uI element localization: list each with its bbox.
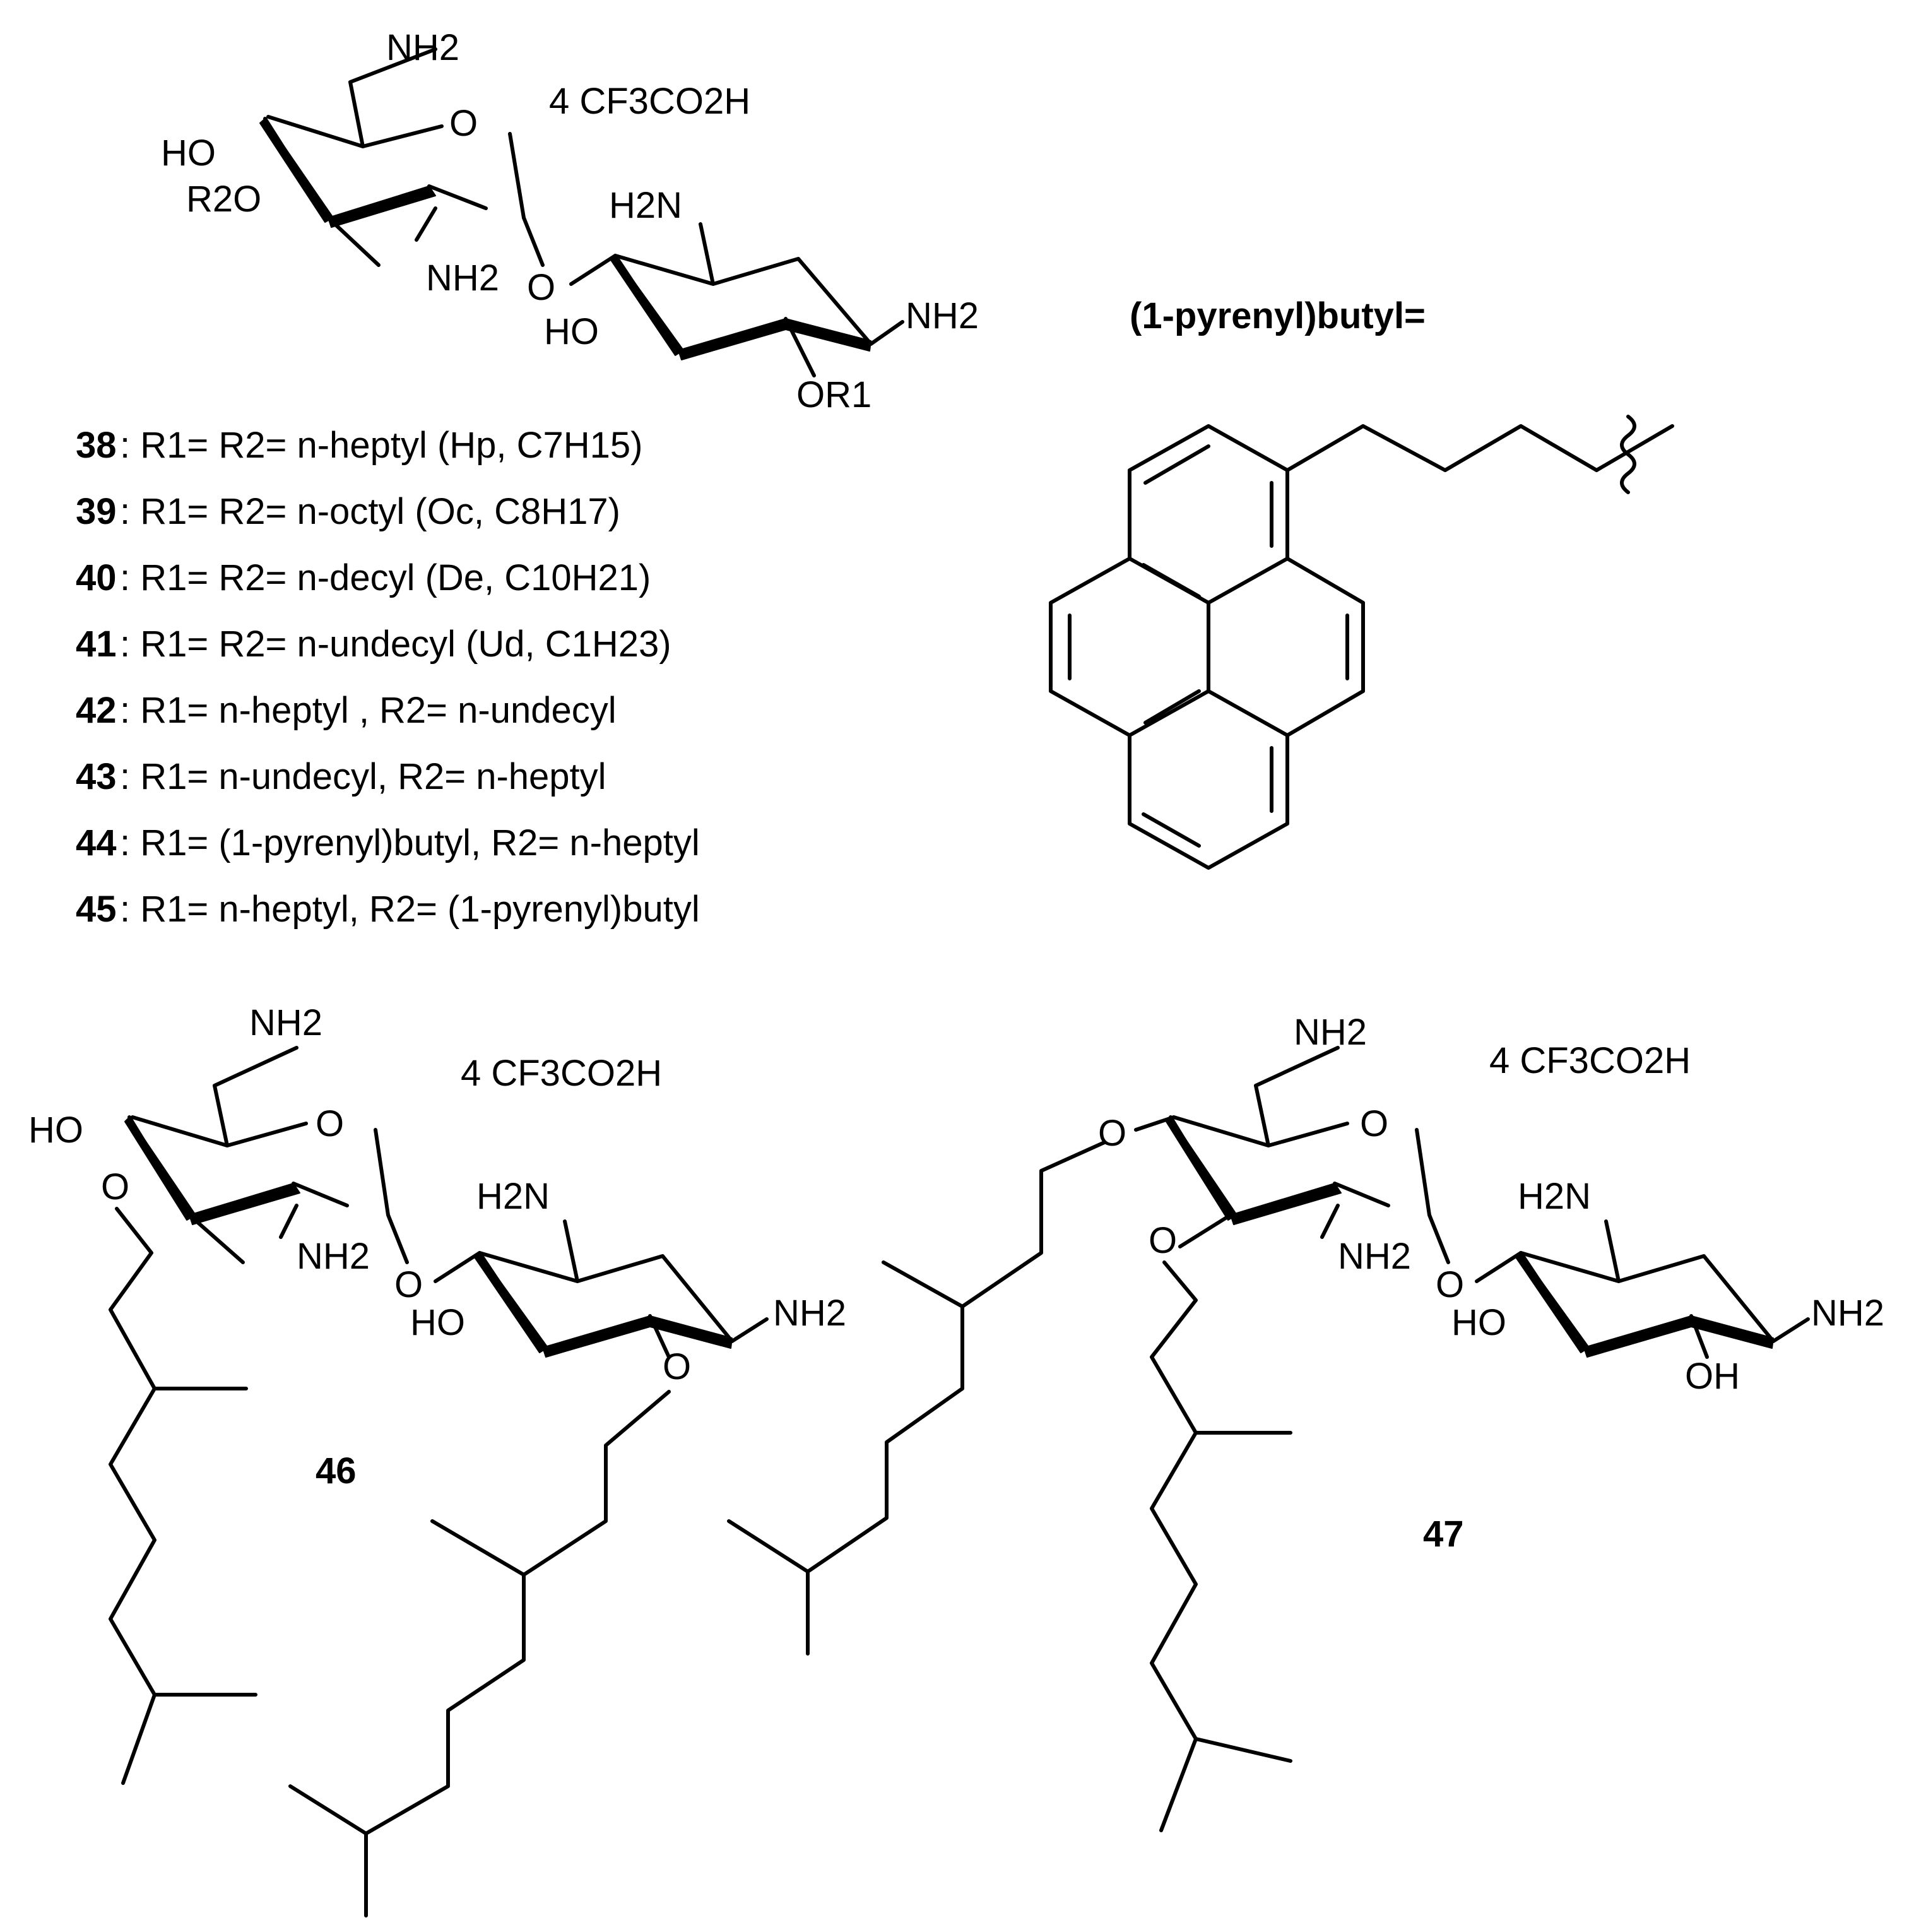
svg-text:: R1= R2= n-decyl (De, C10H21): : R1= R2= n-decyl (De, C10H21) bbox=[120, 557, 651, 598]
svg-text:: R1= n-heptyl , R2= n-undecyl: : R1= n-heptyl , R2= n-undecyl bbox=[120, 690, 617, 731]
compound-46-structure bbox=[109, 1046, 769, 1917]
top-ho-5: HO bbox=[544, 311, 599, 352]
svg-text:: R1= n-heptyl, R2= (1-pyrenyl: : R1= n-heptyl, R2= (1-pyrenyl)butyl bbox=[120, 889, 700, 930]
top-h2n-3: H2N bbox=[609, 185, 682, 226]
svg-text:41: 41 bbox=[76, 624, 117, 665]
c47-nh2-6p: NH2 bbox=[1294, 1012, 1367, 1053]
c46-o-glyco: O bbox=[394, 1264, 423, 1305]
svg-text:: R1= R2= n-octyl (Oc, C8H17): : R1= R2= n-octyl (Oc, C8H17) bbox=[120, 491, 620, 532]
top-ring-bonds bbox=[263, 47, 526, 267]
c47-o-4p: O bbox=[1098, 1113, 1126, 1154]
top-o-ring: O bbox=[449, 103, 478, 144]
top-ring-wedge-front bbox=[328, 186, 436, 228]
legend-row: 43 : R1= n-undecyl, R2= n-heptyl bbox=[76, 756, 606, 797]
top-nh2-1: NH2 bbox=[906, 295, 979, 336]
legend-row: 44 : R1= (1-pyrenyl)butyl, R2= n-heptyl bbox=[76, 822, 700, 863]
c47-ho-5: HO bbox=[1451, 1302, 1506, 1343]
c47-ring-wedge bbox=[1230, 1183, 1342, 1225]
top-o-glyco: O bbox=[527, 267, 555, 308]
pyrene-skeleton bbox=[1049, 424, 1365, 870]
c46-salt: 4 CF3CO2H bbox=[461, 1053, 662, 1094]
c46-ho-5: HO bbox=[410, 1302, 465, 1343]
top-nh2-2p: NH2 bbox=[426, 258, 499, 299]
top-salt: 4 CF3CO2H bbox=[549, 81, 750, 122]
top-or1: OR1 bbox=[796, 374, 871, 415]
svg-text:45: 45 bbox=[76, 889, 117, 930]
compound-47-structure bbox=[727, 1046, 1810, 1832]
top-ho-4p: HO bbox=[161, 133, 216, 174]
c47-cyclohexane-wedge bbox=[1583, 1315, 1774, 1358]
c46-nh2-1: NH2 bbox=[773, 1293, 846, 1334]
c47-salt: 4 CF3CO2H bbox=[1489, 1040, 1691, 1081]
svg-text:: R1= R2= n-undecyl (Ud, C1H23: : R1= R2= n-undecyl (Ud, C1H23) bbox=[120, 624, 671, 665]
svg-text:: R1= (1-pyrenyl)butyl, R2= n-: : R1= (1-pyrenyl)butyl, R2= n-heptyl bbox=[120, 822, 700, 863]
c46-h2n-3: H2N bbox=[476, 1176, 550, 1217]
c47-label: 47 bbox=[1423, 1514, 1464, 1555]
c47-o-ring: O bbox=[1360, 1103, 1388, 1144]
svg-text:38: 38 bbox=[76, 425, 117, 466]
attachment-wavy-bond bbox=[1620, 415, 1636, 494]
legend-row: 39 : R1= R2= n-octyl (Oc, C8H17) bbox=[76, 491, 620, 532]
svg-text:43: 43 bbox=[76, 756, 117, 797]
c46-o-6: O bbox=[663, 1346, 691, 1387]
c46-chain-3p bbox=[109, 1207, 257, 1785]
svg-text:40: 40 bbox=[76, 557, 117, 598]
pyrenyl-title: (1-pyrenyl)butyl= bbox=[1130, 295, 1426, 336]
butyl-chain bbox=[1285, 424, 1674, 472]
legend-row: 40 : R1= R2= n-decyl (De, C10H21) bbox=[76, 557, 651, 598]
top-nh2-6p: NH2 bbox=[386, 27, 459, 68]
legend-row: 42 : R1= n-heptyl , R2= n-undecyl bbox=[76, 690, 617, 731]
c46-ring-wedge bbox=[189, 1183, 300, 1225]
c47-chain-4p bbox=[727, 1141, 1106, 1656]
legend-row: 38 : R1= R2= n-heptyl (Hp, C7H15) bbox=[76, 425, 642, 466]
c47-nh2-2p: NH2 bbox=[1338, 1236, 1411, 1277]
c47-cyclohexane-wedge-left bbox=[1515, 1252, 1590, 1353]
top-cyclohexane-bonds bbox=[613, 222, 904, 377]
svg-text:: R1= n-undecyl, R2= n-heptyl: : R1= n-undecyl, R2= n-heptyl bbox=[120, 756, 606, 797]
c47-o-3p: O bbox=[1149, 1220, 1177, 1261]
pyrenyl-butyl-structure bbox=[1049, 415, 1674, 870]
svg-text:: R1= R2= n-heptyl (Hp, C7H15): : R1= R2= n-heptyl (Hp, C7H15) bbox=[120, 425, 642, 466]
c46-o-3p: O bbox=[101, 1166, 129, 1207]
c47-nh2-1: NH2 bbox=[1811, 1293, 1884, 1334]
c46-cyclohexane-wedge bbox=[542, 1315, 733, 1358]
c46-ring-wedge-left bbox=[124, 1117, 196, 1221]
c47-oh-6: OH bbox=[1685, 1356, 1740, 1397]
top-cyclohexane-wedge-left bbox=[610, 255, 684, 356]
c46-ho-4p: HO bbox=[28, 1110, 83, 1151]
c46-o-ring: O bbox=[316, 1103, 344, 1144]
c47-o-glyco: O bbox=[1436, 1264, 1464, 1305]
c46-chain-6 bbox=[288, 1390, 671, 1917]
c46-label: 46 bbox=[316, 1450, 357, 1491]
svg-text:44: 44 bbox=[76, 822, 117, 863]
svg-text:42: 42 bbox=[76, 690, 117, 731]
c46-nh2-6p: NH2 bbox=[249, 1002, 322, 1043]
top-r2o: R2O bbox=[186, 179, 261, 220]
c47-h2n-3: H2N bbox=[1518, 1176, 1591, 1217]
legend-row: 41 : R1= R2= n-undecyl (Ud, C1H23) bbox=[76, 624, 671, 665]
svg-text:39: 39 bbox=[76, 491, 117, 532]
pyrene-double-bonds bbox=[1068, 444, 1349, 848]
c47-chain-3p bbox=[1150, 1260, 1292, 1832]
c47-ring-wedge-left bbox=[1166, 1117, 1238, 1221]
substituent-legend: 38 : R1= R2= n-heptyl (Hp, C7H15) 39 : R… bbox=[76, 425, 700, 930]
top-ring-wedge-left bbox=[259, 118, 334, 223]
top-scaffold bbox=[259, 47, 904, 377]
legend-row: 45 : R1= n-heptyl, R2= (1-pyrenyl)butyl bbox=[76, 889, 700, 930]
c46-nh2-2p: NH2 bbox=[297, 1236, 370, 1277]
top-cyclohexane-wedge bbox=[678, 318, 871, 360]
top-glyco-bonds bbox=[522, 216, 617, 286]
c46-cyclohexane-wedge-left bbox=[474, 1252, 548, 1353]
